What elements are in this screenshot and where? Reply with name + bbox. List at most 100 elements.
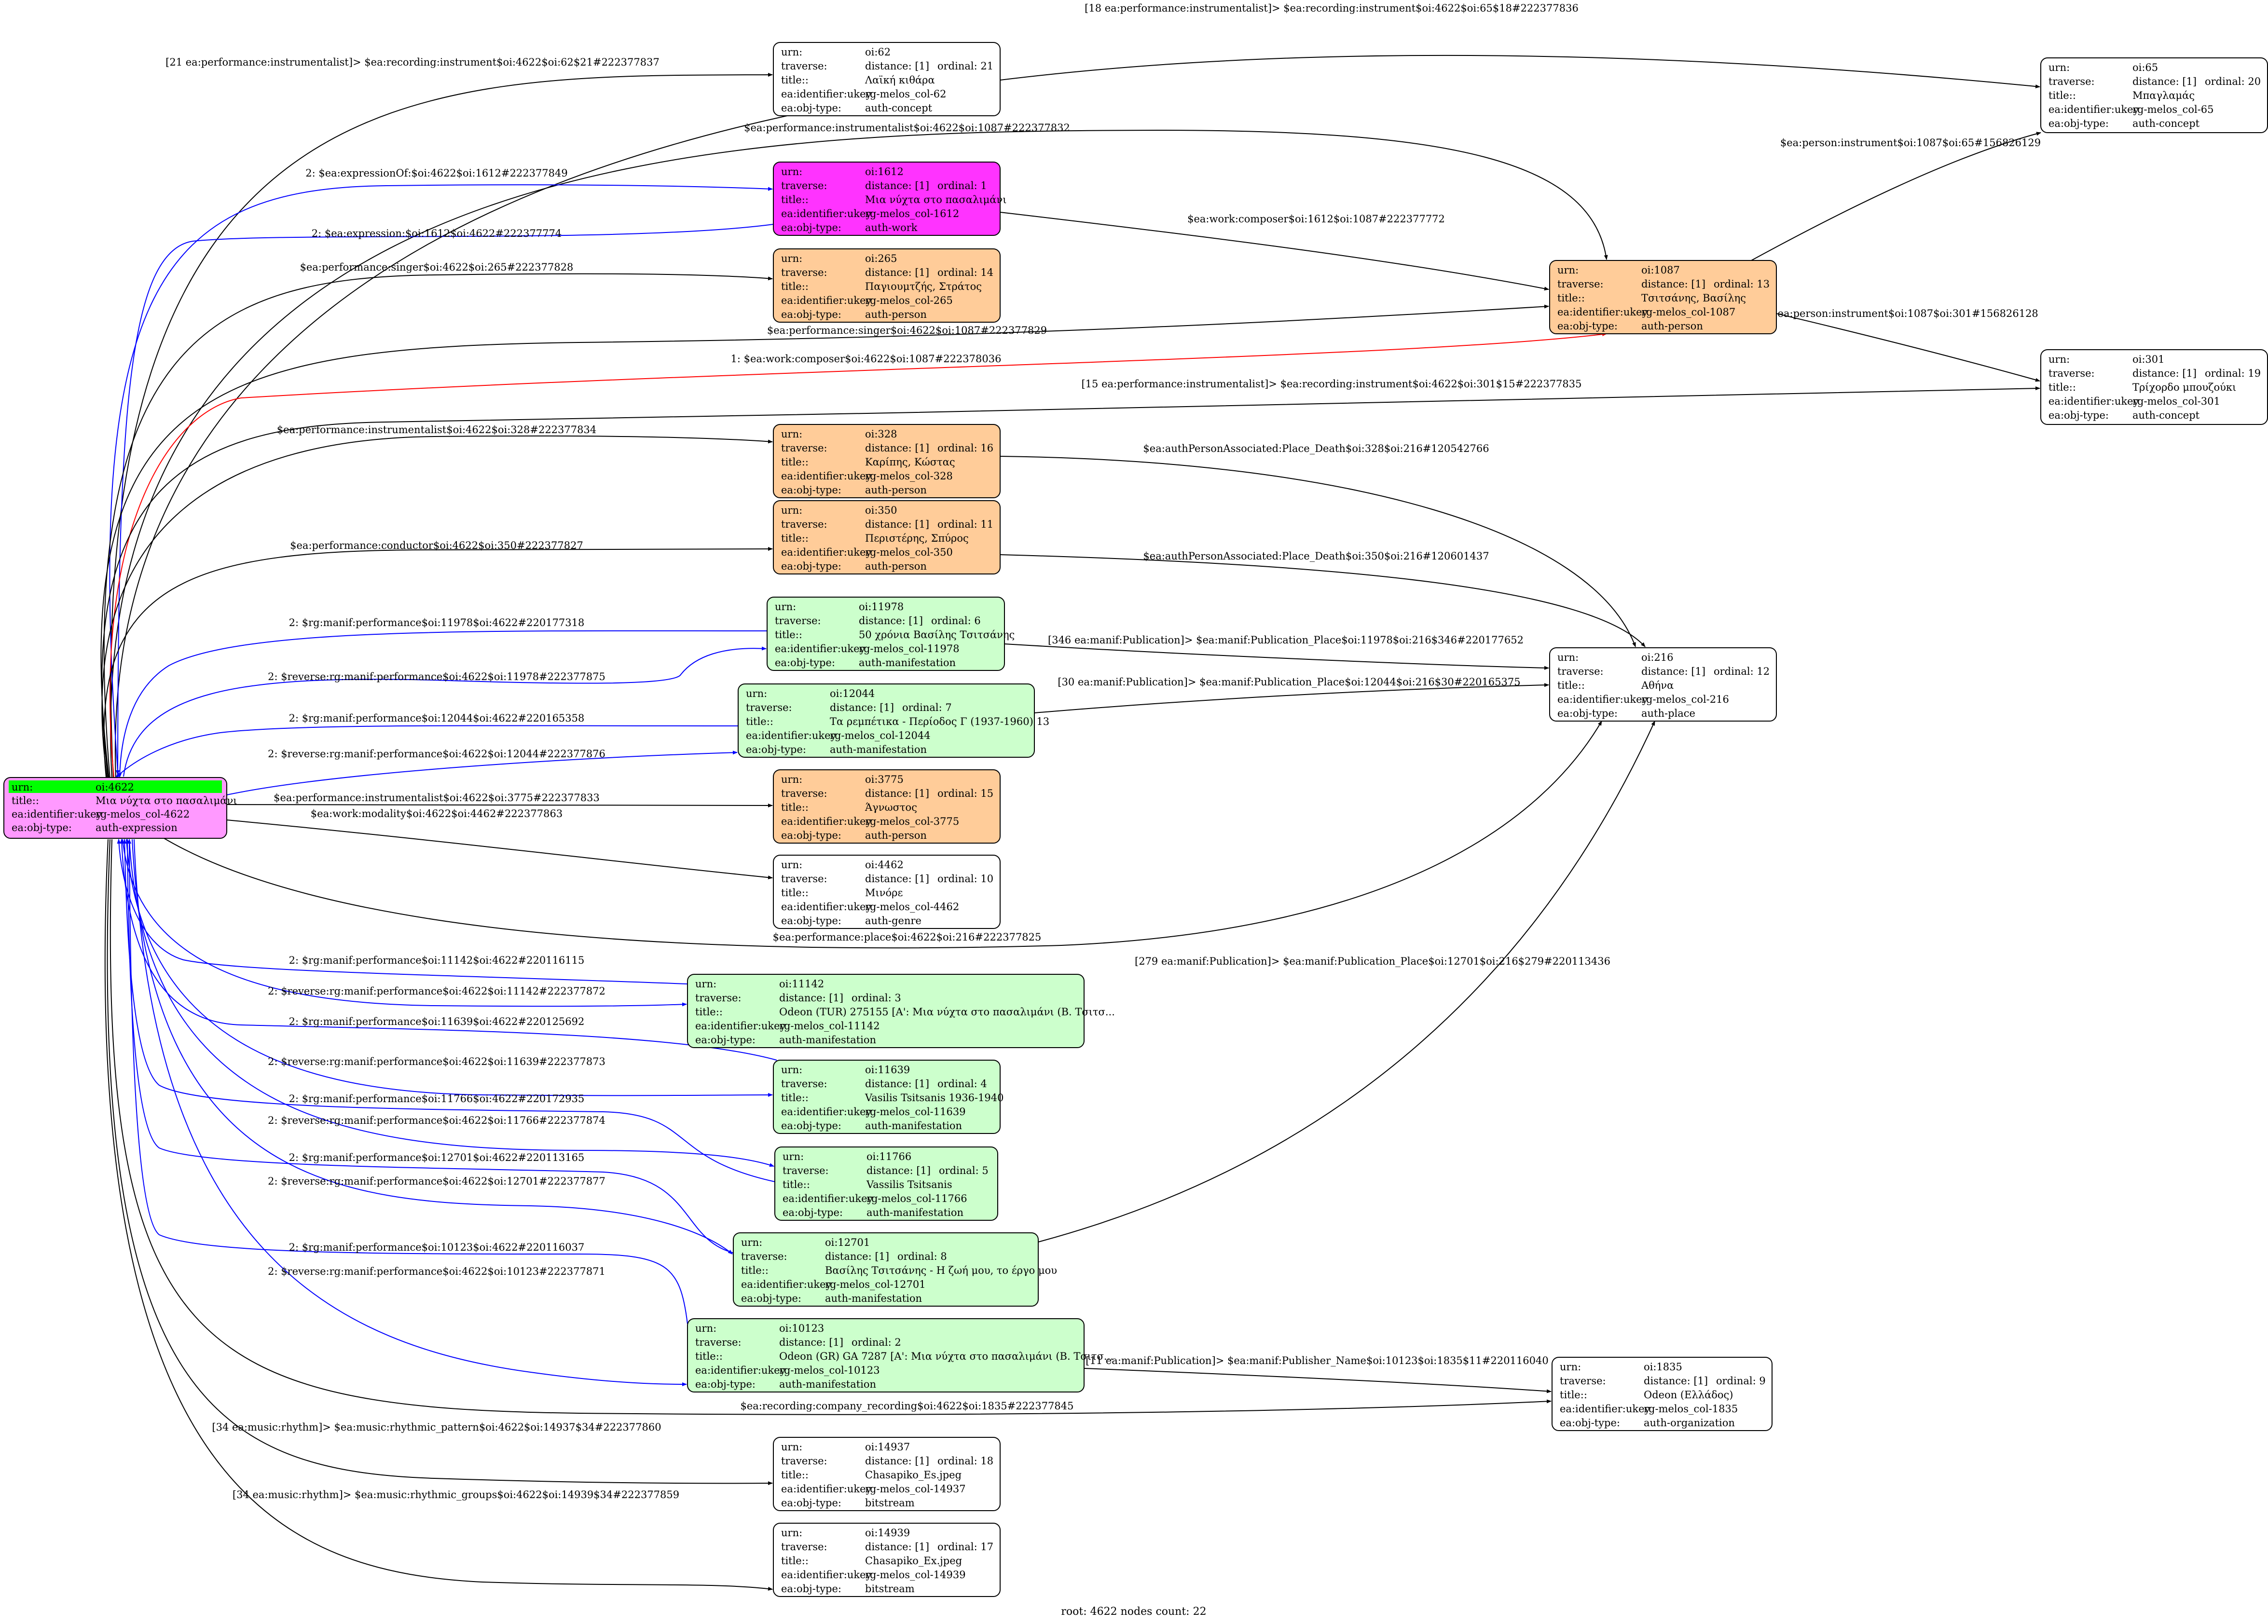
node-field-label: title::: [781, 1092, 809, 1104]
node-field-label: traverse:: [695, 992, 742, 1004]
node-field-value: rg-melos_col-11142: [779, 1020, 880, 1032]
node-field-label: ea:identifier:ukey: [781, 901, 872, 913]
node-field-label: ea:identifier:ukey: [695, 1020, 786, 1032]
node-field-label: ea:identifier:ukey: [781, 1483, 872, 1495]
node-box: [687, 1318, 1085, 1392]
node-field-value: oi:3775: [865, 774, 904, 785]
node-field-value: auth-manifestation: [825, 1293, 922, 1304]
node-ordinal: ordinal: 10: [937, 873, 993, 885]
node-field-label: ea:obj-type:: [695, 1034, 756, 1046]
node-ordinal: ordinal: 14: [937, 267, 993, 278]
node-field-value: oi:216: [1641, 652, 1674, 663]
node-field-value: rg-melos_col-11766: [866, 1193, 967, 1204]
edge-e26: [1038, 721, 1655, 1242]
node-field-label: ea:obj-type:: [781, 222, 841, 233]
node-field-value: distance: [1]: [866, 1165, 931, 1176]
node-field-value: rg-melos_col-10123: [779, 1365, 880, 1376]
node-field-label: urn:: [781, 428, 802, 440]
node-ordinal: ordinal: 20: [2205, 76, 2261, 87]
edge-e14: [1000, 456, 1636, 647]
node-field-label: ea:identifier:ukey: [1560, 1403, 1650, 1415]
edge-label: [15 ea:performance:instrumentalist]> $ea…: [1081, 378, 1581, 390]
node-field-label: title::: [781, 802, 809, 813]
node-field-value: auth-expression: [96, 822, 178, 833]
node-field-label: ea:identifier:ukey: [2048, 396, 2139, 407]
node-field-value: distance: [1]: [865, 519, 929, 530]
node-ordinal: ordinal: 7: [902, 702, 952, 713]
node-field-label: urn:: [781, 46, 802, 58]
edge-e5: [109, 184, 773, 778]
node-box: [773, 1060, 1001, 1134]
node-field-value: bitstream: [865, 1583, 915, 1595]
node-field-label: urn:: [12, 781, 33, 793]
edge-label: $ea:recording:company_recording$oi:4622$…: [740, 1400, 1073, 1412]
node-field-value: Παγιουμτζής, Στράτος: [865, 281, 982, 292]
node-field-label: title::: [781, 1469, 809, 1481]
node-field-value: Άγνωστος: [865, 802, 917, 813]
edge-e6: [116, 224, 774, 775]
node-ordinal: ordinal: 17: [937, 1541, 993, 1553]
node-field-label: ea:obj-type:: [781, 102, 841, 114]
edge-label: 1: $ea:work:composer$oi:4622$oi:1087#222…: [731, 353, 1002, 365]
node-field-value: distance: [1]: [865, 442, 929, 454]
node-field-value: oi:1835: [1644, 1361, 1682, 1373]
node-field-label: urn:: [781, 166, 802, 177]
node-box: [773, 42, 1001, 116]
node-field-value: auth-manifestation: [779, 1378, 876, 1390]
edge-labels-layer: [18 ea:performance:instrumentalist]> $ea…: [165, 2, 2041, 1501]
node-field-label: ea:identifier:ukey: [2048, 104, 2139, 115]
node-field-label: title::: [781, 281, 809, 292]
edge-label: 2: $reverse:rg:manif:performance$oi:4622…: [268, 748, 605, 760]
edge-label: 2: $rg:manif:performance$oi:12701$oi:462…: [289, 1152, 585, 1163]
node-field-label: title::: [781, 887, 809, 899]
graph-footer: root: 4622 nodes count: 22: [1061, 1606, 1206, 1618]
node-field-value: auth-genre: [865, 915, 921, 927]
edge-e9: [100, 304, 1549, 779]
node-field-value: auth-concept: [2132, 118, 2200, 129]
node-field-value: rg-melos_col-4462: [865, 901, 959, 913]
node-field-value: rg-melos_col-11639: [865, 1106, 966, 1118]
edge-e18: [1004, 643, 1549, 670]
node-field-label: traverse:: [781, 788, 827, 799]
node-field-value: rg-melos_col-328: [865, 470, 953, 482]
node-field-value: Μπαγλαμάς: [2132, 90, 2195, 101]
edge-label: 2: $reverse:rg:manif:performance$oi:4622…: [268, 1266, 605, 1277]
node-field-value: rg-melos_col-265: [865, 295, 953, 306]
node-field-label: ea:identifier:ukey: [781, 208, 872, 219]
node-field-label: ea:identifier:ukey: [781, 546, 872, 558]
node-field-label: ea:obj-type:: [741, 1293, 801, 1304]
edge-label: [18 ea:performance:instrumentalist]> $ea…: [1085, 2, 1579, 14]
node-field-value: oi:11639: [865, 1064, 910, 1076]
edge-e29: [120, 839, 777, 1061]
node-field-label: urn:: [695, 978, 716, 990]
node-field-value: distance: [1]: [859, 615, 923, 627]
node-field-label: urn:: [741, 1237, 762, 1248]
node-field-value: Vassilis Tsitsanis: [866, 1179, 952, 1190]
node-ordinal: ordinal: 19: [2205, 368, 2261, 379]
node-field-value: Μινόρε: [865, 887, 903, 899]
edge-e1: [114, 55, 2040, 779]
